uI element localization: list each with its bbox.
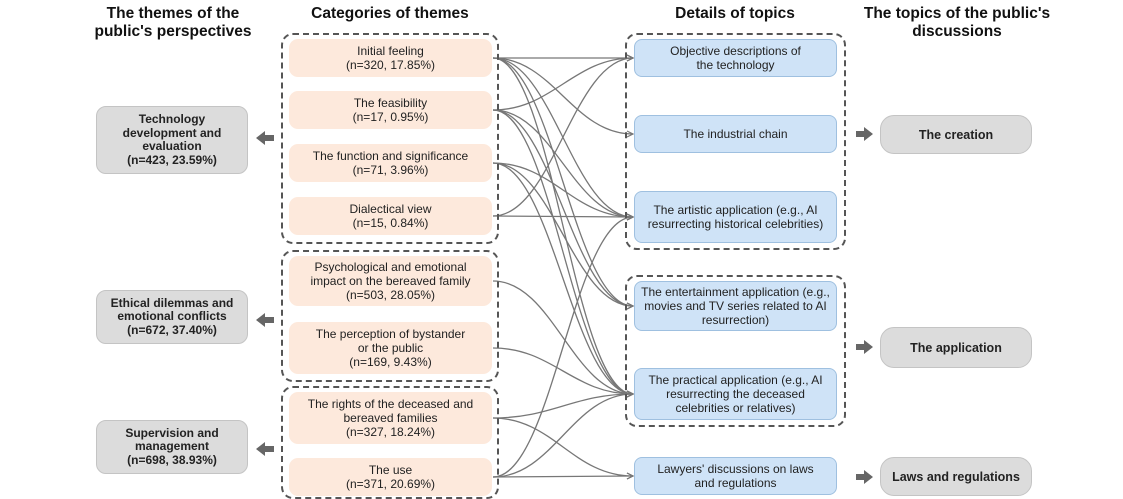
connector-arrowhead [626, 213, 635, 221]
category-label: The rights of the deceased and bereaved … [307, 397, 474, 425]
connector-arrowhead [626, 130, 635, 138]
category-stat: (n=320, 17.85%) [345, 58, 436, 72]
connector-line [492, 57, 634, 307]
category-perception: The perception of bystander or the publi… [289, 322, 492, 374]
theme-supervision: Supervision and management (n=698, 38.93… [96, 420, 248, 474]
category-label: Initial feeling [357, 44, 424, 58]
detail-label: The industrial chain [683, 127, 788, 141]
detail-entertainment-application: The entertainment application (e.g., mov… [634, 281, 837, 331]
topic-label: The creation [918, 127, 994, 142]
category-label: Dialectical view [349, 202, 432, 216]
group-technology-categories [281, 33, 499, 244]
category-label: The feasibility [353, 96, 428, 110]
category-function: The function and significance (n=71, 3.9… [289, 144, 492, 182]
theme-stat: (n=698, 38.93%) [127, 452, 217, 467]
detail-label: The practical application (e.g., AI resu… [648, 373, 823, 415]
group-ethical-categories [281, 250, 499, 382]
connector-line [492, 347, 634, 395]
arrow-stem [856, 474, 865, 480]
connector-line [492, 215, 634, 218]
right-arrow-icon [864, 127, 873, 141]
connector-line [492, 280, 634, 395]
connector-line [492, 162, 634, 218]
header-topics: The topics of the public's discussions [863, 5, 1051, 40]
arrow-stem [265, 135, 274, 141]
left-arrow-icon [256, 442, 265, 456]
topic-creation: The creation [880, 115, 1032, 154]
category-stat: (n=327, 18.24%) [345, 425, 436, 439]
category-stat: (n=169, 9.43%) [349, 355, 432, 369]
connector-line [492, 57, 634, 111]
category-stat: (n=17, 0.95%) [352, 110, 429, 124]
right-arrow-icon [864, 340, 873, 354]
category-stat: (n=71, 3.96%) [352, 163, 429, 177]
detail-label: The artistic application (e.g., AI resur… [647, 203, 824, 231]
detail-label: Lawyers' discussions on laws and regulat… [657, 462, 814, 490]
category-label: Psychological and emotional impact on th… [310, 260, 471, 288]
group-application-details [625, 275, 846, 427]
category-feasibility: The feasibility (n=17, 0.95%) [289, 91, 492, 129]
left-arrow-icon [256, 131, 265, 145]
theme-stat: (n=672, 37.40%) [127, 322, 217, 337]
connector-line [492, 393, 634, 478]
category-label: The function and significance [312, 149, 469, 163]
connector-line [492, 162, 634, 307]
category-stat: (n=503, 28.05%) [345, 288, 436, 302]
connector-arrowhead [626, 54, 635, 62]
category-psychological: Psychological and emotional impact on th… [289, 256, 492, 306]
arrow-stem [265, 446, 274, 452]
connector-arrowhead [626, 390, 635, 398]
topic-laws-regulations: Laws and regulations [880, 457, 1032, 496]
connector-line [492, 57, 634, 395]
arrow-stem [856, 131, 865, 137]
connector-arrowhead [626, 472, 635, 480]
theme-ethical: Ethical dilemmas and emotional conflicts… [96, 290, 248, 344]
category-stat: (n=15, 0.84%) [352, 216, 429, 230]
theme-stat: (n=423, 23.59%) [127, 152, 217, 167]
group-supervision-categories [281, 386, 499, 499]
connector-arrowhead [626, 302, 635, 310]
connector-line [492, 109, 634, 395]
connector-line [492, 417, 634, 477]
theme-label: Technology development and evaluation [122, 112, 222, 153]
category-label: The perception of bystander or the publi… [315, 327, 466, 355]
category-stat: (n=371, 20.69%) [345, 477, 436, 491]
right-arrow-icon [864, 470, 873, 484]
left-arrow-icon [256, 313, 265, 327]
detail-lawyers-discussions: Lawyers' discussions on laws and regulat… [634, 457, 837, 495]
detail-objective-descriptions: Objective descriptions of the technology [634, 39, 837, 77]
connector-line [492, 109, 634, 307]
detail-label: Objective descriptions of the technology [670, 44, 801, 72]
connector-line [492, 216, 634, 478]
theme-label: Ethical dilemmas and emotional conflicts [110, 295, 234, 324]
connector-line [492, 162, 634, 395]
theme-technology: Technology development and evaluation (n… [96, 106, 248, 174]
category-use: The use (n=371, 20.69%) [289, 458, 492, 496]
arrow-stem [856, 344, 865, 350]
connector-line [492, 57, 634, 217]
header-details: Details of topics [675, 5, 795, 22]
connector-line [492, 393, 634, 419]
category-dialectical: Dialectical view (n=15, 0.84%) [289, 197, 492, 235]
topic-application: The application [880, 327, 1032, 368]
header-themes: The themes of the public's perspectives [94, 5, 252, 40]
topic-label: Laws and regulations [892, 469, 1020, 484]
detail-label: The entertainment application (e.g., mov… [641, 285, 830, 327]
category-label: The use [368, 463, 413, 477]
connector-line [492, 57, 634, 135]
category-initial-feeling: Initial feeling (n=320, 17.85%) [289, 39, 492, 77]
topic-label: The application [910, 340, 1002, 355]
category-rights: The rights of the deceased and bereaved … [289, 392, 492, 444]
theme-label: Supervision and management [125, 425, 219, 454]
arrow-stem [265, 317, 274, 323]
connector-line [492, 475, 634, 478]
header-categories: Categories of themes [311, 5, 469, 22]
detail-artistic-application: The artistic application (e.g., AI resur… [634, 191, 837, 243]
connector-line [492, 109, 634, 218]
detail-practical-application: The practical application (e.g., AI resu… [634, 368, 837, 420]
detail-industrial-chain: The industrial chain [634, 115, 837, 153]
group-creation-details [625, 33, 846, 250]
